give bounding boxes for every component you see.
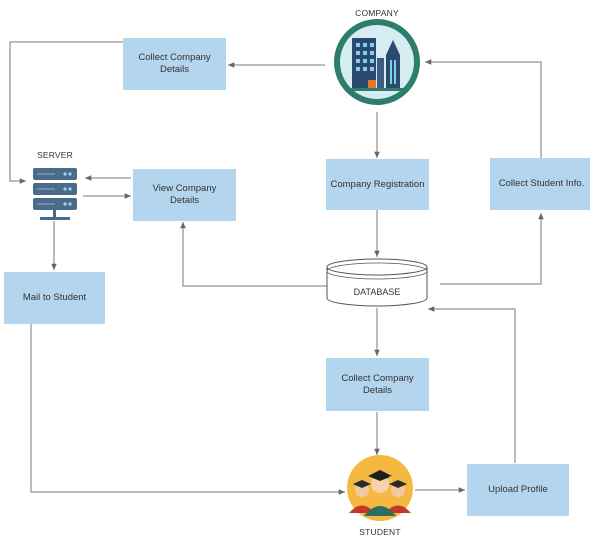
view-company-details-box: View Company Details (133, 169, 236, 221)
upload-profile-box: Upload Profile (467, 464, 569, 516)
collect-company-details-box: Collect Company Details (123, 38, 226, 90)
database-label: DATABASE (353, 287, 401, 297)
database-cylinder-icon (326, 258, 428, 307)
arrow-mail-to-student (30, 324, 345, 495)
arrow-upload-to-database (428, 306, 516, 463)
collect-company-details-bottom-box: Collect Company Details (326, 358, 429, 411)
server-rack-icon (33, 168, 77, 220)
server-label: SERVER (36, 150, 73, 160)
company-registration-box: Company Registration (326, 159, 429, 210)
mail-to-student-box: Mail to Student (4, 272, 105, 324)
student-label: STUDENT (359, 527, 401, 537)
graduates-group-icon (347, 455, 413, 521)
arrow-database-to-student-info (440, 213, 544, 285)
collect-student-info-box: Collect Student Info. (490, 158, 590, 210)
office-buildings-icon (334, 19, 420, 105)
arrow-collect-details-to-server (9, 41, 123, 184)
company-label: COMPANY (355, 8, 399, 18)
arrow-student-info-to-company (425, 59, 542, 158)
arrow-database-to-view-details (180, 222, 327, 287)
